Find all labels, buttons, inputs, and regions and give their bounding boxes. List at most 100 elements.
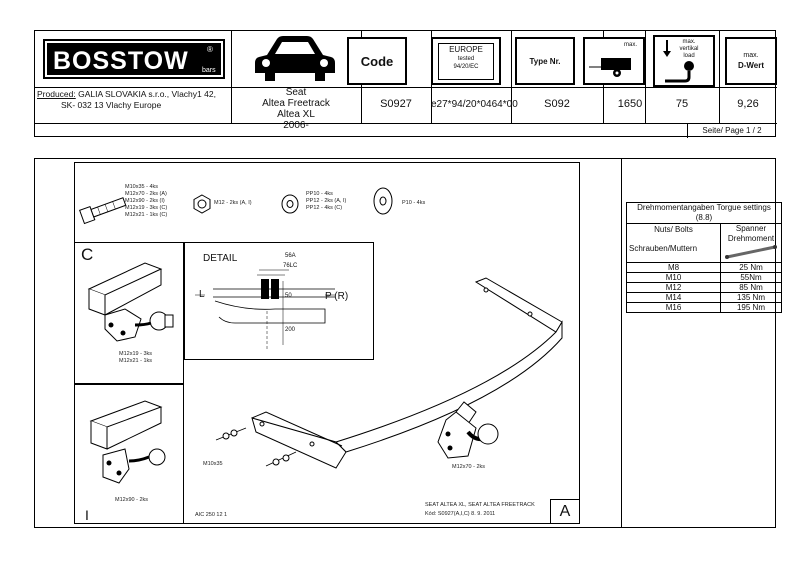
europe-tested: tested [457,55,475,62]
main-ball-label: M12x70 - 2ks [452,464,486,470]
section-a-letter: A [559,503,571,520]
torque-col2-line1: Spanner [735,224,767,233]
large-washer-icon [373,187,393,215]
code-icon-box: Code [347,37,407,85]
section-c-frame: C M12x19 - 3ks M12x21 - 1ks [74,242,184,384]
bolt-list: M10x35 - 4ks M12x70 - 2ks (A) M12x90 - 2… [125,184,167,219]
washer-pp12-c: PP12 - 4ks (C) [306,205,343,211]
section-c-labels: M12x19 - 3ks M12x21 - 1ks [119,351,152,365]
washer-pp10: PP10 - 4ks [306,191,333,197]
nut-label: M12 - 2ks (A, I) [214,200,252,206]
car-icon [249,33,341,85]
section-a-box: A [550,499,580,524]
producer-line2: SK- 032 13 Vlachy Europe [61,100,162,110]
section-i-frame: I M12x90 - 2ks [74,384,184,524]
detail-title: DETAIL [203,253,238,264]
drawing-number: AIC 250 12 1 [195,512,228,518]
torque-row: M10 55Nm [626,272,782,283]
europe-icon-box: EUROPE tested 94/20/EC [431,37,501,85]
brand-logo: BOSSTOW ® bars [43,39,225,79]
detail-sketch [195,269,335,351]
code-label: Code [360,53,394,69]
section-i-letter: I [85,507,89,523]
washer-icon [281,194,299,214]
vehicle-block: Seat Altea Freetrack Altea XL 2006- [231,87,361,131]
torque-row: M16 195 Nm [626,302,782,313]
section-i-label: M12x90 - 2ks [115,497,149,503]
bolt-m12x70: M12x70 - 2ks (A) [125,191,167,197]
brand-name: BOSSTOW [53,47,189,75]
bolt-icon [79,197,127,225]
detail-frame: DETAIL 56A 76LC 50 200 L P (R) [184,242,374,360]
europe-norm: 94/20/EC [453,63,479,70]
code-caption: Kód: S0927(A,I,C) 8. 9. 2011 [425,511,496,517]
arrow-down-icon [663,40,694,83]
section-c-letter: C [81,245,94,264]
torque-table: Drehmomentangaben Torgue settings (8.8) … [626,202,782,313]
torque-size: M14 [626,292,721,303]
type-icon-box: Type Nr. [515,37,575,85]
drawing-frame [34,158,776,528]
vehicle-model-2: Altea XL [277,109,315,120]
section-c-sketch [87,262,174,342]
bolt-m12x90: M12x90 - 2ks (I) [125,198,165,204]
vehicle-year: 2006- [283,120,309,131]
bolt-m12x21: M12x21 - 1ks (C) [125,212,168,218]
section-c-label-1: M12x19 - 3ks [119,351,153,357]
header-table: BOSSTOW ® bars Code EUROPE tested 94/20/… [34,30,777,138]
detail-right-marker: P (R) [325,291,349,302]
torque-value: 25 Nm [720,262,782,273]
code-value: S0927 [380,98,412,110]
max-load-value: 1650 [617,98,643,110]
page-indicator: Seite/ Page 1 / 2 [702,126,762,135]
washer-list: PP10 - 4ks PP12 - 2ks (A, I) PP12 - 4ks … [306,191,346,212]
bolt-m10x35: M10x35 - 4ks [125,184,159,190]
torque-value: 85 Nm [720,282,782,293]
vehicle-caption: SEAT ALTEA XL, SEAT ALTEA FREETRACK [425,502,535,508]
approval-value: e27*94/20*0464*00 [431,99,518,110]
dwert-line1: max. [743,52,759,59]
d-value-icon-box: max. D-Wert [725,37,777,85]
torque-col2-header: Spanner Drehmoment [720,223,782,263]
trailer-icon [589,58,631,77]
brand-sub: bars [202,67,216,74]
vertical-load-value: 75 [675,98,689,110]
drawing-divider [621,158,622,528]
detail-dim-3: 50 [285,293,292,299]
max-load-icon-box: max. [583,37,645,85]
vert-line2: vertikal [679,46,699,52]
detail-dim-1: 56A [285,253,296,259]
torque-row: M14 135 Nm [626,292,782,303]
max-load-label: max. [623,42,637,48]
producer-block: Produced: GALIA SLOVAKIA s.r.o., Vlachy1… [37,89,229,111]
torque-col2-line2: Drehmoment [727,234,775,243]
d-value-value: 9,26 [737,98,759,110]
vehicle-model-1: Altea Freetrack [262,98,330,109]
torque-value: 195 Nm [720,302,782,313]
section-i-sketch [89,400,166,484]
vert-line3: load [683,53,695,59]
brand-reg: ® [207,45,213,54]
nut-icon [193,194,211,214]
type-value: S092 [544,98,570,110]
parts-row: M10x35 - 4ks M12x70 - 2ks (A) M12x90 - 2… [74,162,580,242]
europe-title: EUROPE [449,44,483,54]
torque-title: Drehmomentangaben Torgue settings (8.8) [626,202,782,224]
torque-size: M12 [626,282,721,293]
detail-left-marker: L [199,289,205,300]
producer-line1: GALIA SLOVAKIA s.r.o., Vlachy1 42, [78,89,216,99]
type-label: Type Nr. [529,56,561,66]
main-bolt-label: M10x35 [203,461,223,467]
detail-dim-2: 76LC [283,263,298,269]
torque-size: M10 [626,272,721,283]
torque-col1-header: Nuts/ Bolts Schrauben/Muttern [626,223,721,263]
torque-col1-line1: Nuts/ Bolts [654,225,693,234]
torque-row: M12 85 Nm [626,282,782,293]
torque-value: 135 Nm [720,292,782,303]
main-towbar-sketch [215,277,563,469]
wrench-icon [725,245,777,259]
section-c-label-2: M12x21 - 1ks [119,358,153,364]
torque-size: M16 [626,302,721,313]
torque-size: M8 [626,262,721,273]
torque-col1-line2: Schrauben/Muttern [629,244,698,253]
